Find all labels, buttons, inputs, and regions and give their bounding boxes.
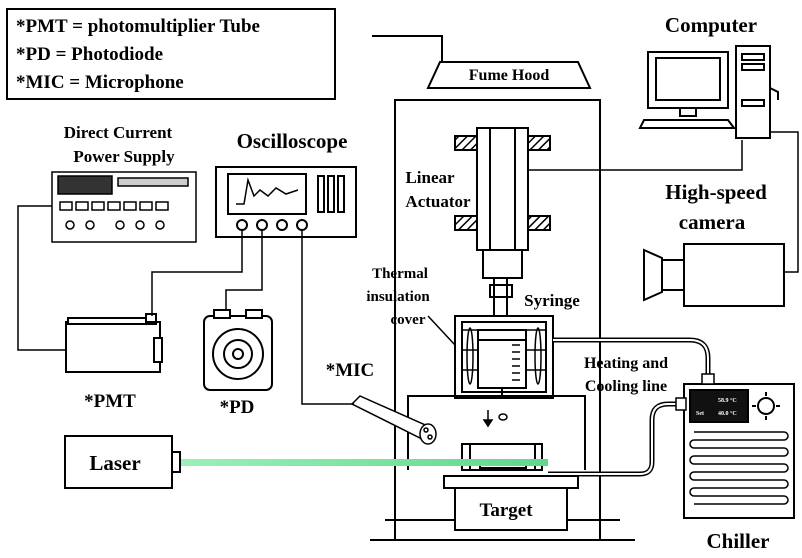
laser-label: Laser <box>89 451 140 475</box>
thermal-label-1: Thermal <box>372 266 428 282</box>
pmt-device <box>65 313 163 373</box>
chiller-label: Chiller <box>707 529 770 553</box>
heating-cooling-lines <box>548 337 711 477</box>
linear-actuator-label-2: Actuator <box>405 192 471 211</box>
thermal-label-2: insulation <box>366 289 430 305</box>
microphone-device <box>350 395 437 445</box>
legend-box: *PMT = photomultiplier Tube *PD = Photod… <box>6 8 336 100</box>
thermal-pointer <box>427 315 456 346</box>
thermal-label-3: cover <box>391 312 426 328</box>
chiller-coil <box>689 431 789 505</box>
target-label: Target <box>479 500 533 521</box>
droplet <box>482 410 508 428</box>
fume-hood-label: Fume Hood <box>469 67 550 84</box>
high-speed-label-1: High-speed <box>665 180 767 204</box>
chiller-device <box>683 383 795 519</box>
linear-actuator-label-1: Linear <box>405 168 455 187</box>
chiller-outlet <box>675 397 687 411</box>
computer-device <box>638 45 779 139</box>
heating-label-1: Heating and <box>584 355 668 372</box>
high-speed-label-2: camera <box>679 210 746 234</box>
heating-coil <box>462 327 546 385</box>
laser-device <box>64 435 181 489</box>
computer-label: Computer <box>665 13 757 37</box>
signal-cables <box>17 205 354 405</box>
chiller-temp-1: 58.9 °C <box>718 397 737 404</box>
legend-pd: *PD = Photodiode <box>16 44 163 65</box>
chiller-set: Set <box>696 411 704 417</box>
high-speed-camera-device <box>643 243 785 307</box>
target-stage <box>443 475 579 531</box>
linear-actuator <box>454 127 551 316</box>
oscilloscope-label: Oscilloscope <box>237 129 348 153</box>
chiller-inlet <box>701 373 715 385</box>
power-supply-label-1: Direct Current <box>64 123 173 142</box>
chiller-temp-2: 40.0 °C <box>718 410 737 417</box>
pmt-label: *PMT <box>84 391 136 412</box>
camera-cable <box>770 131 799 273</box>
fume-hood <box>370 35 635 541</box>
power-supply <box>51 171 197 243</box>
pd-device <box>203 309 273 391</box>
syringe-label: Syringe <box>524 291 580 310</box>
legend-pmt: *PMT = photomultiplier Tube <box>16 16 260 37</box>
computer-cable <box>528 140 743 171</box>
heating-label-2: Cooling line <box>585 378 667 395</box>
power-supply-label-2: Power Supply <box>73 147 175 166</box>
legend-mic: *MIC = Microphone <box>16 72 184 93</box>
laser-beam <box>180 459 548 466</box>
mic-label: *MIC <box>326 360 375 381</box>
oscilloscope-device <box>215 166 357 238</box>
pd-label: *PD <box>220 397 255 418</box>
